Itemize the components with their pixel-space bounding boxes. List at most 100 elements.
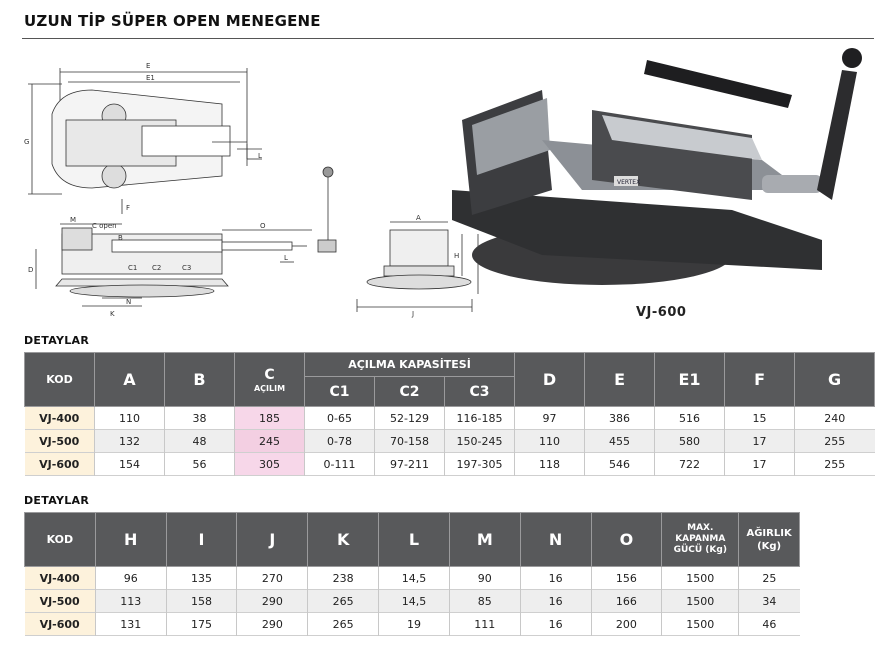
cell-n: 16 xyxy=(519,612,591,636)
cell-m: 90 xyxy=(448,566,521,590)
table-row: VJ-500 132 48 245 0-78 70-158 150-245 11… xyxy=(24,429,875,453)
col-header-max-line1: MAX. xyxy=(687,523,714,533)
cell-o: 156 xyxy=(590,566,662,590)
cell-c: 245 xyxy=(234,429,305,453)
cell-c1: 0-111 xyxy=(304,452,375,476)
col-header-b: B xyxy=(164,352,235,407)
dim-label-c1: C1 xyxy=(128,264,137,272)
col-header-e1: E1 xyxy=(654,352,726,407)
cell-o: 200 xyxy=(590,612,662,636)
cell-e: 386 xyxy=(584,406,655,430)
cell-g: 255 xyxy=(794,452,875,476)
cell-b: 56 xyxy=(164,452,235,476)
dim-label-j: J xyxy=(411,310,414,318)
cell-d: 110 xyxy=(514,429,585,453)
dim-label-l-top: L xyxy=(258,152,262,160)
table-row: VJ-400 110 38 185 0-65 52-129 116-185 97… xyxy=(24,406,875,430)
cell-kod: VJ-400 xyxy=(24,566,96,590)
dim-label-e: E xyxy=(146,62,150,70)
vise-product-image: VERTEX xyxy=(452,48,862,285)
cell-a: 132 xyxy=(94,429,165,453)
specs-table-2: KOD H I J K L M N O MAX. KAPANMA GÜCÜ (K… xyxy=(24,512,800,636)
cell-c3: 197-305 xyxy=(443,452,515,476)
cell-e1: 516 xyxy=(654,406,725,430)
cell-l: 14,5 xyxy=(378,589,450,613)
cell-kod: VJ-500 xyxy=(24,589,96,613)
col-header-a: A xyxy=(94,352,165,407)
cell-m: 85 xyxy=(448,589,521,613)
cell-a: 110 xyxy=(94,406,165,430)
cell-weight: 25 xyxy=(738,566,800,590)
col-header-k: K xyxy=(307,512,380,567)
cell-l: 14,5 xyxy=(378,566,450,590)
col-header-o: O xyxy=(590,512,663,567)
cell-n: 16 xyxy=(519,566,591,590)
col-header-c-sub: AÇILIM xyxy=(253,383,286,393)
dim-label-l-side: L xyxy=(284,254,288,262)
section-label-1: DETAYLAR xyxy=(24,334,90,347)
cell-c3: 116-185 xyxy=(443,406,515,430)
cell-c: 185 xyxy=(234,406,305,430)
cell-b: 38 xyxy=(164,406,235,430)
cell-a: 154 xyxy=(94,452,165,476)
dim-label-h: H xyxy=(454,252,459,260)
cell-h: 113 xyxy=(94,589,167,613)
col-header-c2: C2 xyxy=(374,376,445,407)
cell-c2: 52-129 xyxy=(374,406,445,430)
dim-label-m: M xyxy=(70,216,76,224)
col-header-kod: KOD xyxy=(24,512,96,567)
cell-c: 305 xyxy=(234,452,305,476)
col-header-i: I xyxy=(165,512,238,567)
cell-j: 270 xyxy=(236,566,308,590)
cell-kod: VJ-600 xyxy=(24,612,96,636)
cell-max-force: 1500 xyxy=(661,566,739,590)
col-header-kod: KOD xyxy=(24,352,95,407)
cell-e1: 722 xyxy=(654,452,725,476)
cell-g: 240 xyxy=(794,406,875,430)
cell-weight: 34 xyxy=(738,589,800,613)
col-header-g: G xyxy=(794,352,876,407)
table-row: VJ-600 154 56 305 0-111 97-211 197-305 1… xyxy=(24,452,875,476)
cell-c1: 0-78 xyxy=(304,429,375,453)
cell-e: 455 xyxy=(584,429,655,453)
dim-label-d: D xyxy=(28,266,33,274)
cell-i: 158 xyxy=(165,589,237,613)
cell-m: 111 xyxy=(448,612,521,636)
dim-label-e1: E1 xyxy=(146,74,155,82)
col-header-j: J xyxy=(236,512,309,567)
col-header-m: M xyxy=(448,512,521,567)
cell-k: 265 xyxy=(307,612,379,636)
cell-c2: 97-211 xyxy=(374,452,445,476)
col-header-max-line3: GÜCÜ (Kg) xyxy=(673,545,727,555)
cell-b: 48 xyxy=(164,429,235,453)
title-divider xyxy=(22,38,874,39)
cell-e: 546 xyxy=(584,452,655,476)
col-header-l: L xyxy=(378,512,450,567)
cell-j: 290 xyxy=(236,612,308,636)
cell-kod: VJ-600 xyxy=(24,452,95,476)
col-header-e: E xyxy=(584,352,656,407)
cell-kod: VJ-400 xyxy=(24,406,95,430)
table-row: VJ-400 96 135 270 238 14,5 90 16 156 150… xyxy=(24,566,800,590)
cell-i: 135 xyxy=(165,566,237,590)
cell-h: 131 xyxy=(94,612,167,636)
cell-l: 19 xyxy=(378,612,450,636)
cell-weight: 46 xyxy=(738,612,800,636)
dim-label-k: K xyxy=(110,310,115,318)
page-title: UZUN TİP SÜPER OPEN MENEGENE xyxy=(24,12,321,30)
dim-label-b: B xyxy=(118,234,123,242)
cell-k: 238 xyxy=(307,566,379,590)
dim-label-o: O xyxy=(260,222,266,230)
cell-f: 17 xyxy=(724,452,795,476)
dim-label-a: A xyxy=(416,214,421,222)
cell-c1: 0-65 xyxy=(304,406,375,430)
cell-kod: VJ-500 xyxy=(24,429,95,453)
cell-e1: 580 xyxy=(654,429,725,453)
cell-h: 96 xyxy=(94,566,167,590)
col-header-n: N xyxy=(519,512,592,567)
technical-drawings: E E1 G L F M C open B C1 C2 C3 D N K O L… xyxy=(24,62,482,318)
photo-caption: VJ-600 xyxy=(636,305,687,320)
cell-c2: 70-158 xyxy=(374,429,445,453)
dim-label-c2: C2 xyxy=(152,264,161,272)
col-header-c1: C1 xyxy=(304,376,375,407)
